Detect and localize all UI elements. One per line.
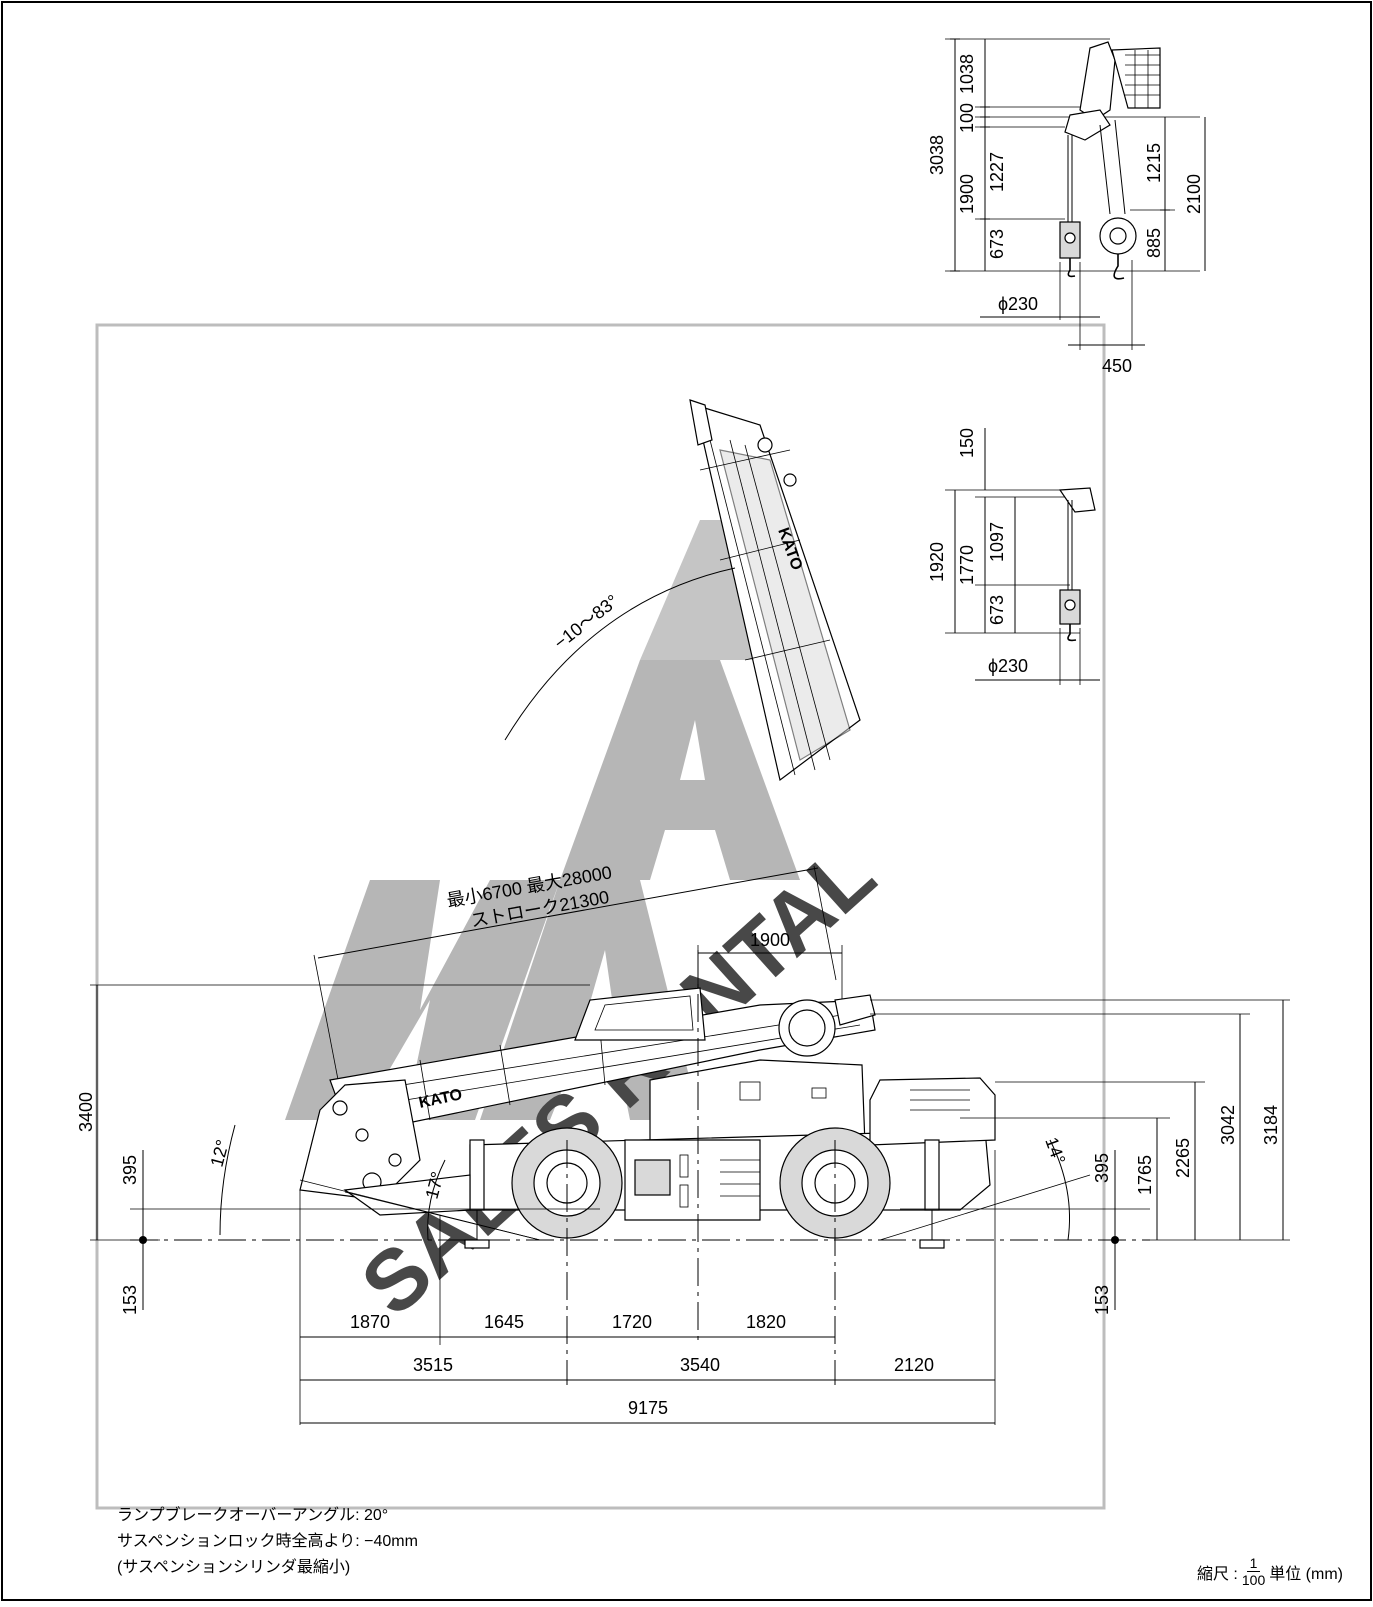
dim-1900: 1900 bbox=[957, 174, 977, 214]
dim-1227: 1227 bbox=[987, 152, 1007, 192]
scale-numerator: 1 bbox=[1246, 1555, 1261, 1572]
scale-fraction: 1 100 bbox=[1242, 1555, 1265, 1588]
single-hook-view: 150 1920 1770 1097 673 ϕ230 bbox=[927, 428, 1100, 685]
dim-1900-counterweight: 1900 bbox=[750, 930, 790, 950]
dim-3400: 3400 bbox=[76, 1092, 96, 1132]
note-suspension-cylinder: (サスペンションシリンダ最縮小) bbox=[117, 1559, 351, 1576]
note-suspension-lock: サスペンションロック時全高より: −40mm bbox=[117, 1533, 418, 1550]
scale-denominator: 100 bbox=[1241, 1572, 1266, 1588]
length-dimensions: 1870 1645 1720 1820 3515 3540 2120 9175 bbox=[299, 1150, 996, 1425]
dim-1920: 1920 bbox=[927, 542, 947, 582]
scale-unit: 単位 (mm) bbox=[1269, 1565, 1343, 1583]
dim-1770: 1770 bbox=[957, 545, 977, 585]
dim-1038: 1038 bbox=[957, 54, 977, 94]
dim-395-rear: 395 bbox=[1092, 1153, 1112, 1183]
dim-1765: 1765 bbox=[1135, 1155, 1155, 1195]
angle-12: 12° bbox=[207, 1138, 233, 1169]
dim-3038: 3038 bbox=[927, 135, 947, 175]
drawing-notes: ランプブレークオーバーアングル: 20° サスペンションロック時全高より: −4… bbox=[117, 1503, 418, 1581]
dim-3042: 3042 bbox=[1218, 1105, 1238, 1145]
raised-boom: KATO −10〜83° bbox=[504, 399, 861, 782]
height-dimensions: 3400 395 153 12° 17° 14° 395 153 1765 22… bbox=[76, 984, 1290, 1315]
dim-1645: 1645 bbox=[484, 1312, 524, 1332]
dim-phi-230-single: ϕ230 bbox=[988, 656, 1028, 676]
dim-153-right: 153 bbox=[1092, 1285, 1112, 1315]
dim-153-left: 153 bbox=[120, 1285, 140, 1315]
dim-9175: 9175 bbox=[628, 1398, 668, 1418]
dim-3184: 3184 bbox=[1261, 1105, 1281, 1145]
dim-100: 100 bbox=[957, 103, 977, 133]
angle-14: 14° bbox=[1041, 1135, 1069, 1167]
dim-1720: 1720 bbox=[612, 1312, 652, 1332]
dim-phi-230-top: ϕ230 bbox=[998, 294, 1038, 314]
dim-1820: 1820 bbox=[746, 1312, 786, 1332]
dim-1870: 1870 bbox=[350, 1312, 390, 1332]
dim-395-front: 395 bbox=[120, 1155, 140, 1185]
dim-1215: 1215 bbox=[1144, 143, 1164, 183]
dim-1097: 1097 bbox=[987, 522, 1007, 562]
dim-2100: 2100 bbox=[1184, 174, 1204, 214]
dim-673: 673 bbox=[987, 229, 1007, 259]
scale-legend: 縮尺 : 1 100 単位 (mm) bbox=[1197, 1555, 1343, 1588]
dim-2120: 2120 bbox=[894, 1355, 934, 1375]
dim-150: 150 bbox=[957, 428, 977, 458]
dim-2265: 2265 bbox=[1173, 1138, 1193, 1178]
dim-885: 885 bbox=[1144, 228, 1164, 258]
crane-vehicle: KATO bbox=[299, 987, 996, 1249]
dim-3515: 3515 bbox=[413, 1355, 453, 1375]
dim-3540: 3540 bbox=[680, 1355, 720, 1375]
dim-450: 450 bbox=[1102, 356, 1132, 376]
dim-673-single: 673 bbox=[987, 595, 1007, 625]
note-breakover-angle: ランプブレークオーバーアングル: 20° bbox=[117, 1507, 389, 1524]
double-hook-view: 3038 1038 100 1227 1900 673 1215 2100 88… bbox=[927, 38, 1206, 376]
scale-label: 縮尺 : bbox=[1196, 1565, 1238, 1583]
drawing-frame bbox=[95, 323, 1106, 1510]
